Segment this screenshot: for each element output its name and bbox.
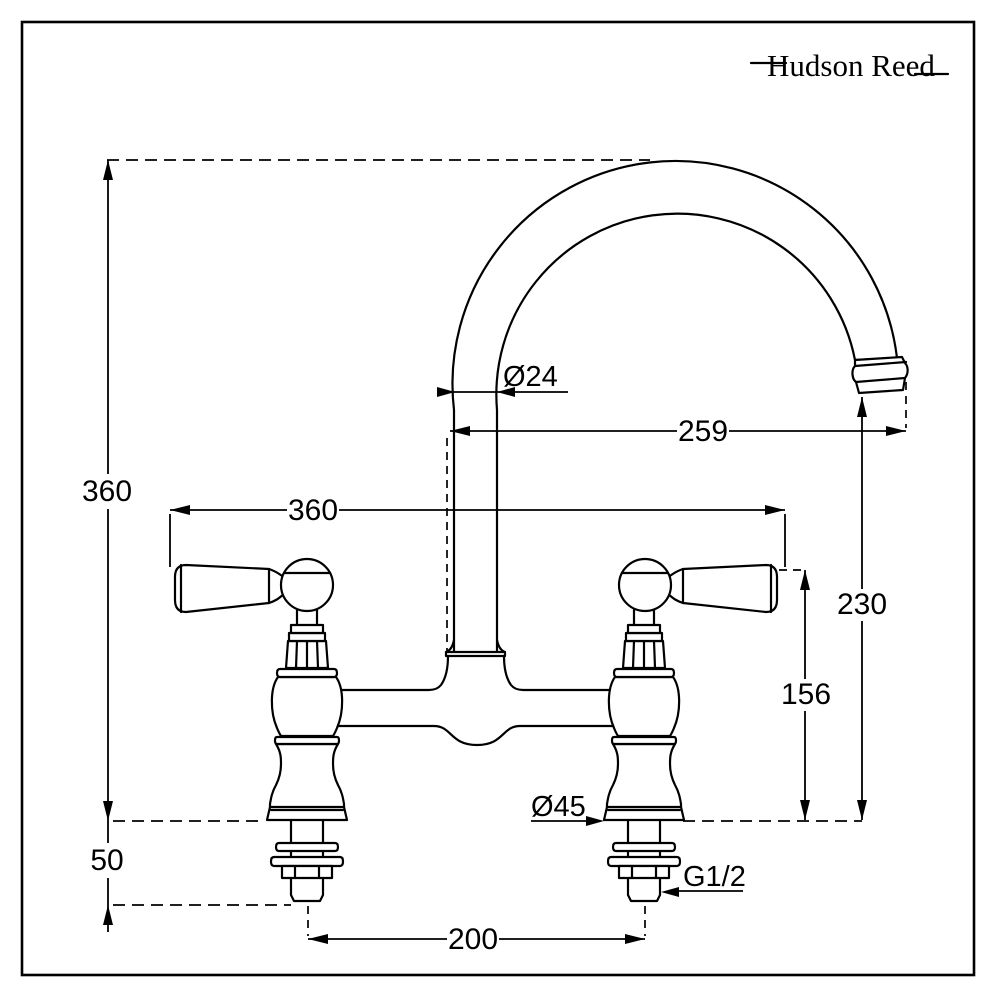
faucet-drawing	[173, 159, 909, 903]
right-handle-ball	[617, 557, 673, 613]
dim-handle-span-label: 360	[288, 494, 338, 527]
left-valve-body	[270, 675, 344, 738]
dim-below-deck-label: 50	[90, 844, 123, 877]
riser-collar	[444, 650, 507, 658]
dim-overall-height: 360 50	[82, 160, 132, 932]
dim-spout-reach: 259	[450, 415, 906, 448]
left-tap	[265, 608, 349, 903]
right-valve-body	[607, 675, 681, 738]
arrow-left-icon	[450, 426, 470, 436]
right-handle	[617, 557, 779, 614]
left-washer	[274, 841, 340, 853]
arrow-down-icon	[800, 800, 810, 820]
arrow-right-icon	[886, 426, 906, 436]
right-base-ring	[610, 735, 678, 746]
dim-handle-span: 360	[169, 494, 786, 567]
dim-handle-height-label: 156	[781, 678, 831, 711]
dim-overall-height-label: 360	[82, 475, 132, 508]
dim-inlet-thread-label: G1/2	[683, 861, 746, 893]
right-tap	[602, 608, 686, 903]
dim-outlet-height: 230	[837, 397, 887, 820]
spout-nozzle	[851, 355, 909, 395]
left-base-ring	[273, 735, 341, 746]
arrow-right-icon	[625, 934, 645, 944]
arrow-right-icon	[765, 505, 785, 515]
bridge-body	[320, 638, 632, 747]
right-backnut-washer	[606, 855, 682, 868]
right-hex-nut	[617, 864, 671, 880]
left-lever	[173, 563, 271, 614]
arrow-left-icon	[170, 505, 190, 515]
dim-spout-reach-label: 259	[678, 415, 728, 448]
right-lever	[681, 563, 779, 614]
left-backnut-washer	[269, 855, 345, 868]
left-bonnet-flange	[275, 667, 339, 679]
dim-spout-diameter: Ø24	[437, 361, 568, 397]
brand-logo: Hudson Reed	[749, 48, 950, 83]
right-bonnet-flange	[612, 667, 676, 679]
dim-handle-height: 156	[781, 570, 831, 820]
reference-lines	[107, 159, 907, 936]
arrow-left-icon	[308, 934, 328, 944]
dim-inlet-centres-label: 200	[448, 923, 498, 956]
left-handle-ball	[279, 557, 335, 613]
arrow-down-icon	[857, 800, 867, 820]
left-spindle	[295, 608, 319, 627]
right-washer	[611, 841, 677, 853]
arrow-right-icon	[437, 387, 455, 397]
left-hex-nut	[280, 864, 334, 880]
brand-logo-text: Hudson Reed	[767, 48, 935, 83]
dim-base-diameter: Ø45	[531, 791, 604, 826]
dim-outlet-height-label: 230	[837, 588, 887, 621]
arrow-up-icon	[103, 905, 113, 925]
left-base-bell	[268, 742, 346, 809]
left-handle	[173, 557, 335, 614]
dim-base-diameter-label: Ø45	[531, 791, 586, 823]
arrow-left-icon	[661, 887, 679, 897]
dim-inlet-centres: 200	[308, 923, 645, 956]
right-base-bell	[605, 742, 683, 809]
spout-arc	[451, 159, 899, 654]
drawing-frame	[20, 20, 976, 977]
right-spindle	[632, 608, 656, 627]
arrow-up-icon	[103, 160, 113, 180]
arrow-up-icon	[857, 397, 867, 417]
dim-inlet-thread: G1/2	[661, 861, 746, 897]
dim-spout-diameter-label: Ø24	[503, 361, 558, 393]
arrow-down-icon	[103, 801, 113, 821]
arrow-right-icon	[586, 816, 604, 826]
arrow-left-icon	[497, 387, 515, 397]
arrow-up-icon	[800, 570, 810, 590]
